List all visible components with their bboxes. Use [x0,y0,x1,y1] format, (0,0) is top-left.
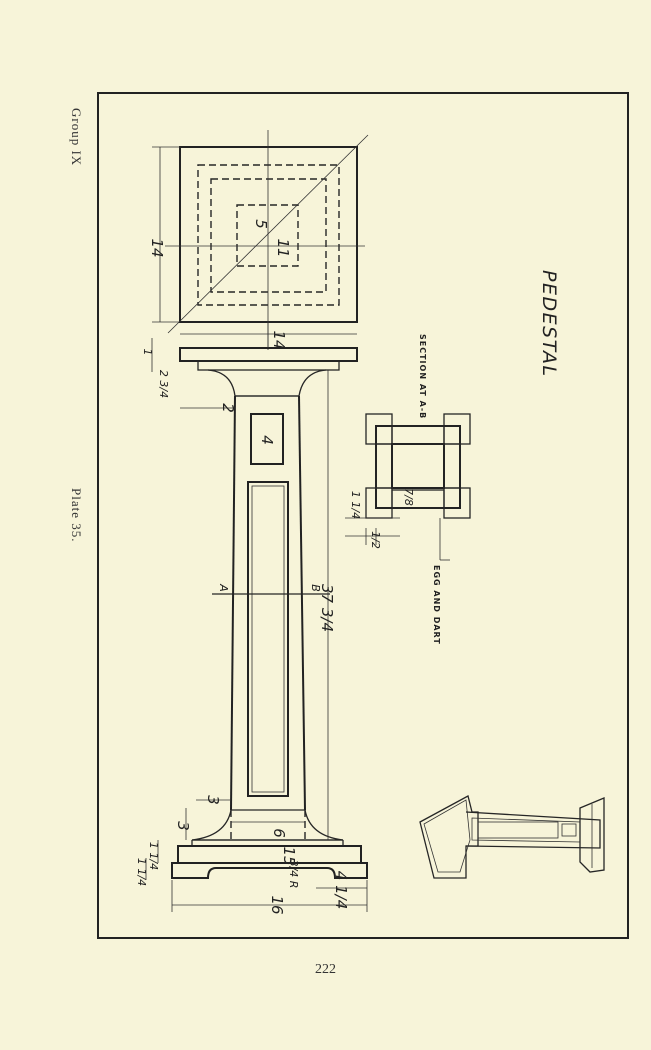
dim-inner-5: 5 [252,219,270,229]
section-letter-a: A [217,583,230,592]
dim-base-15: 15 [280,846,298,865]
dim-base-16: 16 [268,895,286,914]
group-label: Group IX [69,108,84,167]
section-letter-b: B [309,584,322,592]
dim-cap-overhang: 2 [219,403,237,413]
dim-shaft-height: 37 3/4 [318,584,336,632]
front-elevation: 14 4 A B 6 [135,322,368,915]
dim-base-block-3a: 3 [204,795,222,805]
dim-foot-radius: 3/4 R [287,860,300,889]
dim-base-height-b: 1 1/4 [135,858,148,886]
dim-base-height-a: 1 1/4 [147,842,160,870]
dim-section-7-8: 7/8 [402,488,415,506]
dim-section-1-2: 1/2 [369,531,382,549]
drawing-title: PEDESTAL [538,270,560,378]
egg-dart-label: EGG AND DART [432,565,441,645]
section-view: 7/8 1 1/4 1/2 [345,413,471,561]
dim-panel-4: 4 [258,435,276,445]
dim-inner-11: 11 [274,238,292,257]
dim-base-6: 6 [270,828,288,838]
dim-section-1-4: 1 1/4 [349,491,362,519]
top-plan-view: 14 5 11 [148,130,369,350]
dim-foot-4: 4 1/4 [332,871,350,909]
perspective-sketch [419,795,605,879]
section-label: SECTION AT A-B [418,334,427,419]
dim-base-block-3b: 3 [174,821,192,831]
plate-border [97,92,629,939]
dim-top-height: 14 [148,238,166,257]
dim-cap-height: 2 3/4 [157,370,170,398]
dim-top-thickness: 1 [141,349,154,356]
page-number: 222 [315,962,336,977]
plate-label: Plate 35. [69,488,84,543]
dim-top-width: 14 [270,330,288,349]
